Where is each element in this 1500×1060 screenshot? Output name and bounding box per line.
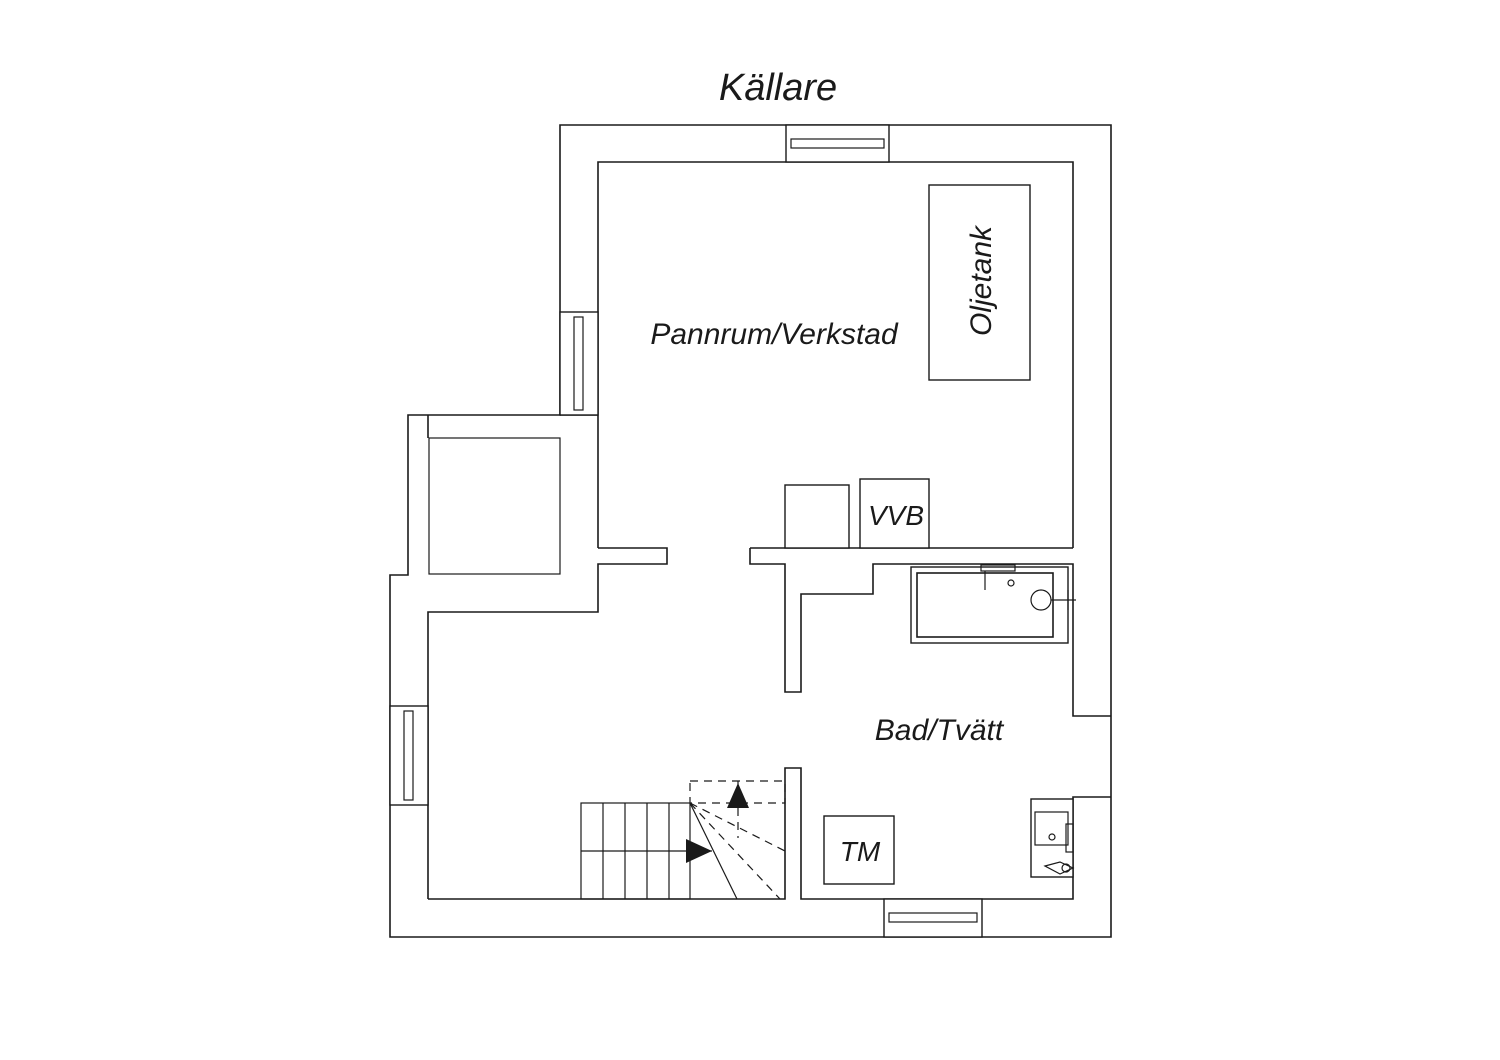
vvb-box <box>859 478 930 549</box>
window-bottom <box>883 898 983 938</box>
tm-label: TM <box>840 836 881 867</box>
stair-arrow-right-icon <box>686 839 712 863</box>
oljetank-box <box>928 184 1031 381</box>
alcove-wall <box>427 414 598 438</box>
appliance-box <box>784 484 850 549</box>
oljetank-label: Oljetank <box>965 224 998 336</box>
pannrum-label: Pannrum/Verkstad <box>650 318 899 351</box>
window-left-lower <box>389 705 429 806</box>
staircase <box>580 780 786 900</box>
tm-box <box>823 815 895 885</box>
alcove-box <box>428 437 561 575</box>
window-left-upper <box>559 311 599 416</box>
stair-arrow-up-icon <box>727 783 749 808</box>
doorway-wall-left <box>427 547 668 899</box>
bathtub-icon <box>910 564 1076 644</box>
bad-label: Bad/Tvätt <box>875 714 1005 747</box>
outer-wall <box>389 124 1112 938</box>
plan-title: Källare <box>719 67 837 109</box>
sink-icon <box>1030 798 1075 878</box>
window-top <box>785 124 890 163</box>
hall-inner-wall <box>428 767 1111 900</box>
vvb-label: VVB <box>868 500 924 531</box>
